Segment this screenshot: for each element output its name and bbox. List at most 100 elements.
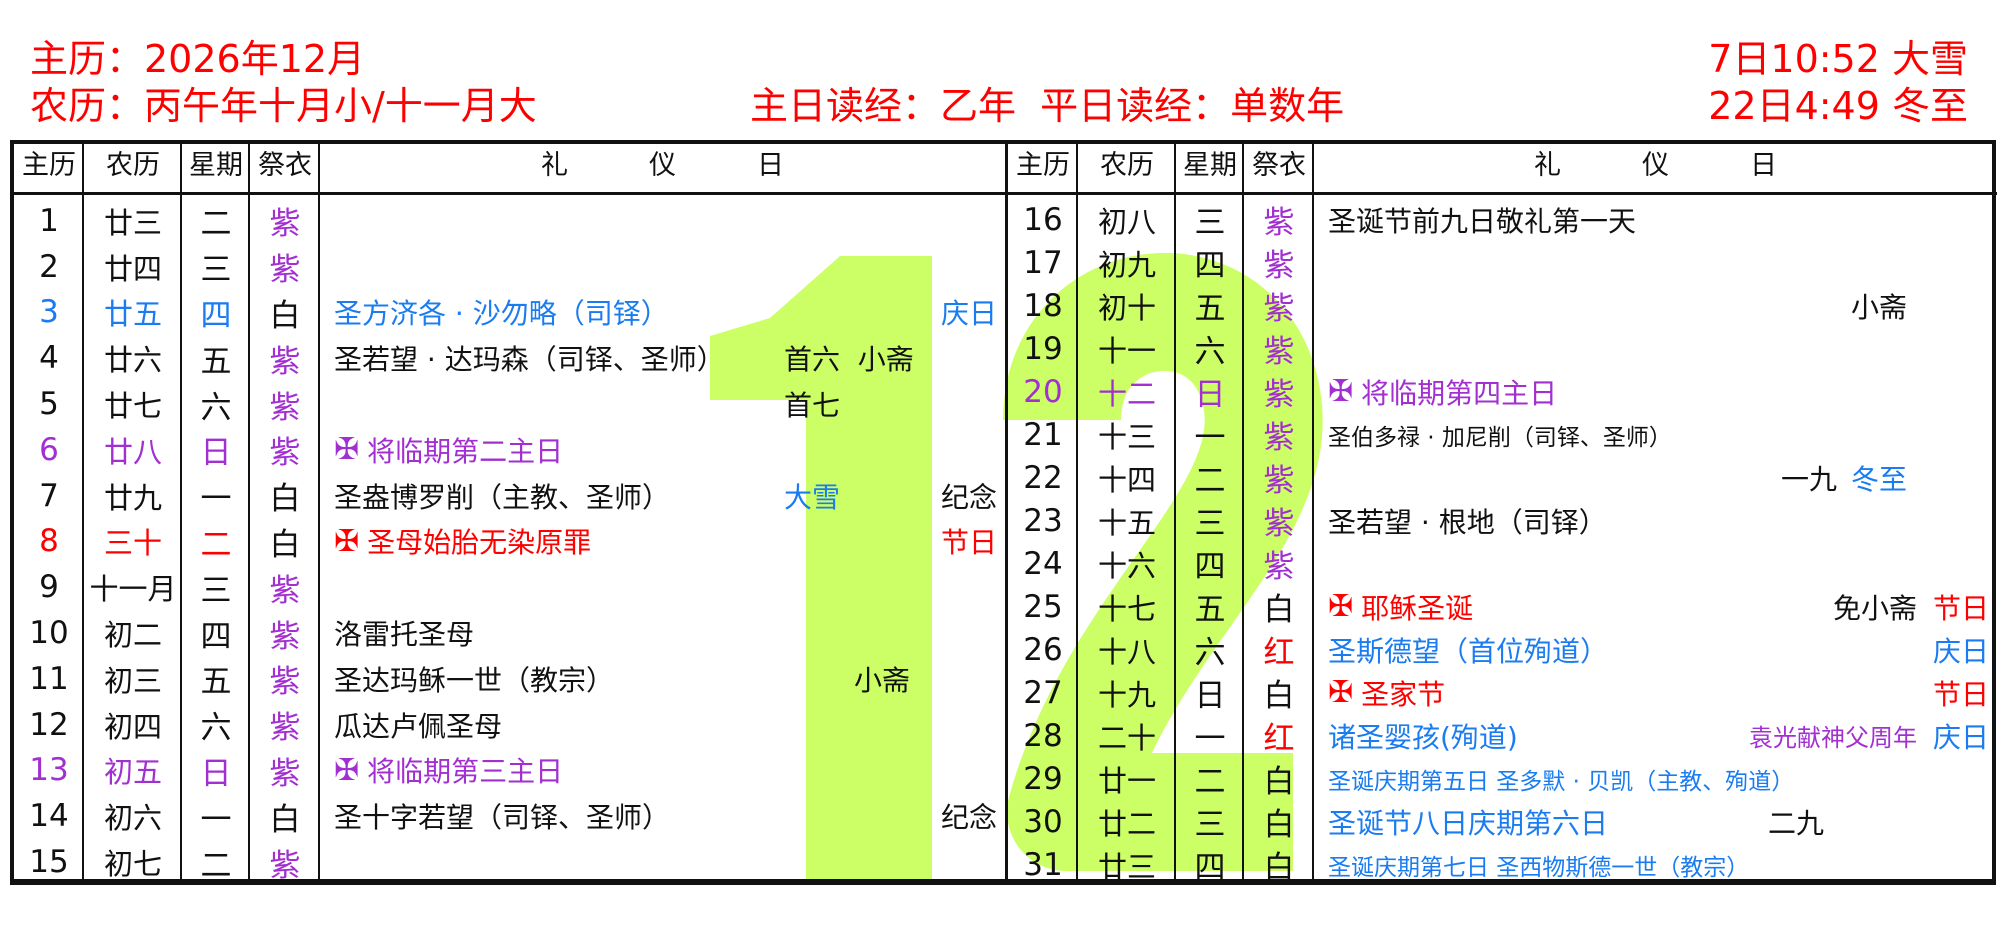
celebration-title: 瓜达卢佩圣母: [334, 702, 502, 748]
celebration-text: 圣诞庆期第七日 圣西物斯德一世（教宗）: [1328, 854, 1750, 881]
vestment-color: 白: [269, 481, 301, 518]
celebration-title: 圣诞节前九日敬礼第一天: [1328, 198, 1636, 241]
celebration-title: ✠将临期第三主日: [334, 748, 563, 794]
celebration-title: 圣诞庆期第七日 圣西物斯德一世（教宗）: [1328, 843, 1749, 886]
solar-day: 23: [1023, 502, 1063, 539]
celebration-text: 将临期第二主日: [367, 434, 564, 468]
celebration-text: 圣若望 · 达玛森（司铎、圣师）: [334, 343, 725, 377]
weekday: 四: [200, 297, 232, 334]
celebration-title: 圣伯多禄 · 加尼削（司铎、圣师）: [1328, 413, 1672, 456]
weekday: 三: [1194, 807, 1226, 843]
weekday: 五: [1194, 291, 1226, 327]
lunar-day: 廿四: [103, 251, 162, 286]
weekday: 三: [200, 252, 232, 289]
lunar-day: 廿七: [103, 389, 162, 424]
header-row: 主历农历星期祭衣礼 仪 日: [1008, 140, 1997, 195]
celebration-text: 圣盎博罗削（主教、圣师）: [334, 480, 671, 514]
header-vestment: 祭衣: [1252, 150, 1306, 181]
rank-label: 节日: [1932, 677, 1989, 711]
column-divider: [1176, 140, 1244, 885]
note: 小斋: [854, 663, 911, 697]
weekday: 四: [200, 618, 232, 655]
cross-icon: ✠: [1328, 675, 1354, 710]
celebration-title: 圣达玛稣一世（教宗）: [334, 656, 614, 702]
cross-icon: ✠: [334, 432, 360, 468]
solar-day: 27: [1023, 674, 1063, 711]
vestment-color: 紫: [1263, 248, 1295, 284]
vestment-color: 紫: [269, 206, 301, 243]
solar-day: 18: [1023, 287, 1063, 324]
solar-day: 15: [29, 844, 69, 881]
weekday: 六: [200, 710, 232, 747]
note: 一九: [1780, 462, 1837, 496]
celebration-title: 圣诞节八日庆期第六日: [1328, 800, 1608, 843]
weekday: 六: [1194, 635, 1226, 671]
weekday: 四: [1194, 549, 1226, 585]
weekday: 五: [1194, 592, 1226, 628]
watermark-digit-one: [710, 256, 932, 883]
solar-term-1: 7日10:52 大雪: [1708, 37, 1968, 81]
note: 免小斋: [1832, 591, 1917, 625]
vestment-color: 红: [1263, 635, 1295, 671]
solar-day: 7: [39, 477, 59, 514]
celebration-text: 圣达玛稣一世（教宗）: [334, 663, 615, 697]
note: 大雪: [784, 480, 841, 514]
solar-day: 31: [1023, 846, 1063, 883]
lunar-day: 廿六: [103, 343, 162, 378]
header-vestment: 祭衣: [258, 150, 312, 181]
lunar-day: 初八: [1097, 204, 1156, 239]
note-group: 首六 小斋: [784, 335, 914, 381]
celebration-text: 圣斯德望（首位殉道）: [1328, 634, 1609, 668]
celebration-text: 圣伯多禄 · 加尼削（司铎、圣师）: [1328, 424, 1672, 451]
vestment-color: 白: [1263, 764, 1295, 800]
celebration-title: 圣若望 · 根地（司铎）: [1328, 499, 1607, 542]
vestment-color: 紫: [1263, 506, 1295, 542]
header-lunar-day: 农历: [106, 150, 160, 181]
lunar-day: 廿八: [103, 434, 162, 469]
lunar-day: 廿二: [1097, 806, 1156, 841]
header-liturgy: 礼 仪 日: [1534, 150, 1777, 181]
solar-day: 3: [39, 294, 59, 331]
rank-label: 节日: [1932, 591, 1989, 625]
column-divider: [14, 140, 84, 885]
column-divider: [84, 140, 182, 885]
note: 冬至: [1850, 462, 1907, 496]
solar-day: 16: [1023, 201, 1063, 238]
header-solar-day: 主历: [22, 150, 76, 181]
header-lunar-day: 农历: [1100, 150, 1154, 181]
lunar-day: 廿五: [103, 297, 162, 332]
solar-day: 10: [29, 615, 69, 652]
header-row: 主历农历星期祭衣礼 仪 日: [14, 140, 1005, 195]
header-liturgy: 礼 仪 日: [541, 150, 784, 181]
cross-icon: ✠: [1328, 589, 1354, 624]
solar-day: 28: [1023, 717, 1063, 754]
weekday: 二: [200, 847, 232, 884]
solar-day: 25: [1023, 588, 1063, 625]
celebration-text: 圣母始胎无染原罪: [367, 526, 592, 560]
solar-day: 4: [39, 340, 59, 377]
rank-label: 庆日: [940, 297, 997, 331]
weekday: 日: [1194, 678, 1226, 714]
lunar-day: 十四: [1097, 462, 1156, 497]
vestment-color: 白: [1263, 678, 1295, 714]
weekday: 二: [200, 206, 232, 243]
celebration-title: 圣盎博罗削（主教、圣师）: [334, 473, 670, 519]
vestment-color: 紫: [269, 252, 301, 289]
solar-month-title: 主历：2026年12月: [30, 37, 366, 81]
note-group: 首七: [784, 381, 840, 427]
solar-day: 9: [39, 569, 59, 606]
